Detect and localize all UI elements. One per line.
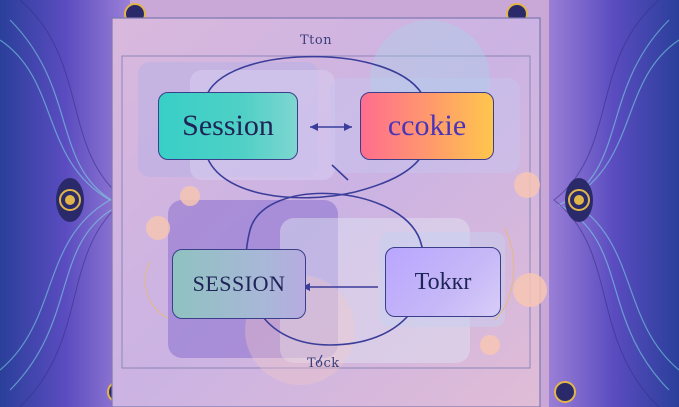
right-eye-ornament (565, 178, 593, 222)
arrowhead-token-to-session (302, 283, 310, 291)
arrowhead-right (344, 123, 352, 131)
frame-inner-border (121, 55, 531, 369)
session-node-bottom-label: SESSION (192, 271, 286, 296)
frame-outer-border (111, 17, 541, 407)
session-node-top-label: Session (182, 109, 274, 142)
arrowhead-left (310, 123, 318, 131)
decorative-bubbles (146, 172, 547, 355)
bottom-label: Tock (307, 356, 340, 371)
session-node-top: Session (158, 92, 298, 160)
diagonal-link (331, 164, 349, 181)
cookie-node-label: ccokie (387, 109, 467, 142)
token-node: Tokкr (385, 247, 501, 317)
top-label: Tton (300, 33, 333, 48)
cookie-node: ccokie (360, 92, 494, 160)
left-eye-ornament (56, 178, 84, 222)
session-node-bottom: SESSION (172, 249, 306, 319)
token-node-label: Tokкr (414, 268, 472, 295)
